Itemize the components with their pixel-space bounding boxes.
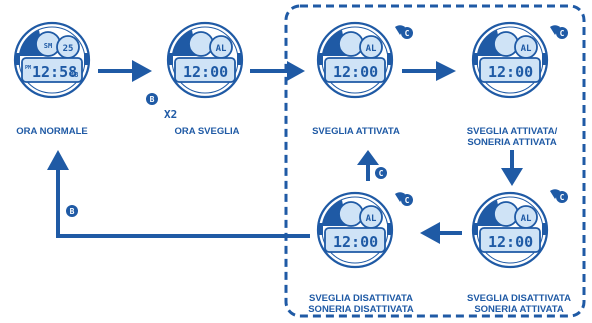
watch-ora-normale-seconds: 48	[70, 71, 78, 79]
svg-text:C: C	[560, 193, 565, 202]
label-ora-sveglia: ORA SVEGLIA	[174, 126, 240, 137]
label-sveglia-soneria-disattivata: SVEGLIA DISATTIVATA SONERIA DISATTIVATA	[308, 293, 414, 315]
svg-text:B: B	[150, 95, 155, 104]
watch-sveglia-attivata-time: 12:00	[333, 63, 378, 81]
watch-sveglia-disattivata-soneria-attivata-time: 12:00	[488, 233, 533, 251]
arrow-normale-to-sveglia	[98, 60, 152, 82]
arrow-soneria-to-disattivata	[501, 150, 523, 186]
watch-sveglia-disattivata-soneria-attivata-small-right: AL	[521, 214, 532, 224]
x2-label: X2	[164, 108, 177, 121]
watch-sveglia-disattivata-soneria-attivata: AL 12:00	[471, 191, 549, 269]
svg-text:C: C	[560, 29, 565, 38]
watch-ora-normale-pm: PM	[25, 65, 31, 71]
c-button-marker-3: C	[550, 189, 568, 203]
watch-ora-sveglia-time: 12:00	[183, 63, 228, 81]
c-button-marker-4: C	[395, 192, 413, 206]
svg-text:C: C	[379, 169, 384, 178]
svg-text:B: B	[70, 207, 75, 216]
watch-ora-normale: SM 25 PM 12:58 48	[13, 21, 91, 99]
watch-sveglia-soneria-attivata-small-right: AL	[521, 44, 532, 54]
watch-ora-sveglia-small-right: AL	[216, 44, 227, 54]
label-sveglia-soneria-attivata: SVEGLIA ATTIVATA/ SONERIA ATTIVATA	[466, 126, 558, 148]
watch-ora-normale-small-right: 25	[63, 44, 74, 54]
arrow-attivata-to-soneria	[402, 61, 456, 81]
watch-sveglia-soneria-disattivata: AL 12:00	[316, 191, 394, 269]
watch-sveglia-soneria-attivata-time: 12:00	[488, 63, 533, 81]
c-button-marker-2: C	[550, 25, 568, 39]
watch-ora-normale-time: 12:58	[32, 63, 77, 81]
arrow-sveglia-to-attivata	[250, 61, 305, 81]
label-sveglia-disattivata-soneria-attivata: SVEGLIA DISATTIVATA SONERIA ATTIVATA	[467, 293, 571, 315]
c-button-marker-1: C	[395, 25, 413, 39]
arrow-disattivata-to-soneria-disattivata	[420, 222, 462, 244]
b-button-badge-return: B	[66, 205, 78, 217]
watch-ora-sveglia: AL 12:00	[166, 21, 244, 99]
watch-ora-normale-small-top: SM	[44, 42, 52, 50]
watch-sveglia-attivata: AL 12:00	[316, 21, 394, 99]
label-ora-normale: ORA NORMALE	[16, 126, 88, 137]
svg-text:C: C	[405, 29, 410, 38]
watch-sveglia-soneria-disattivata-time: 12:00	[333, 233, 378, 251]
arrow-return-to-normale	[47, 150, 310, 238]
watch-sveglia-soneria-attivata: AL 12:00	[471, 21, 549, 99]
watch-sveglia-soneria-disattivata-small-right: AL	[366, 214, 377, 224]
c-button-badge-up: C	[375, 167, 387, 179]
alarm-settings-frame	[284, 4, 586, 318]
label-sveglia-attivata: SVEGLIA ATTIVATA	[312, 126, 400, 137]
svg-text:C: C	[405, 196, 410, 205]
b-button-badge-x2: B	[146, 93, 158, 105]
arrow-soneria-disattivata-to-attivata	[357, 150, 379, 181]
watch-sveglia-attivata-small-right: AL	[366, 44, 377, 54]
